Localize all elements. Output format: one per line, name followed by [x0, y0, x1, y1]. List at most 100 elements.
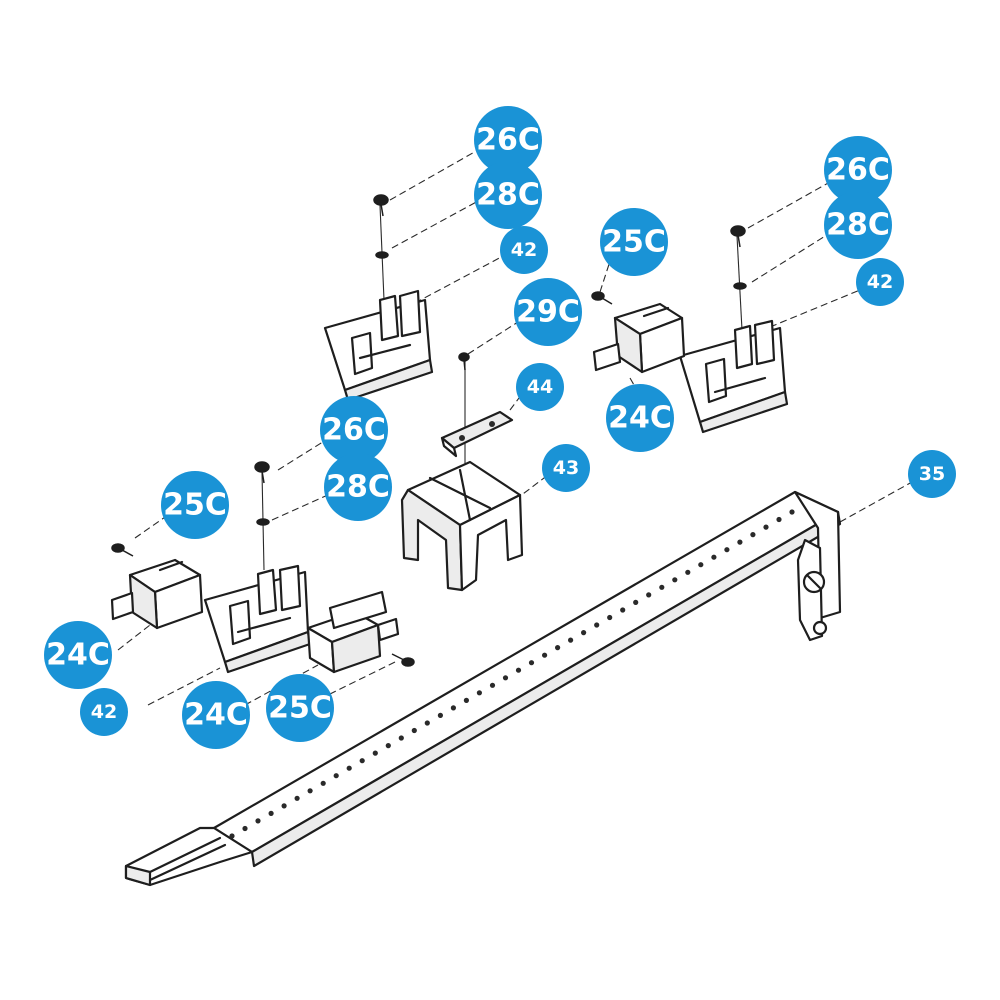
- callout-label: 24C: [46, 638, 110, 673]
- bar-hole: [672, 577, 678, 583]
- screw-top-right: [730, 225, 747, 290]
- bar-hole: [528, 660, 535, 666]
- callout-label: 28C: [826, 208, 890, 243]
- callout-26c-left: 26C: [320, 396, 388, 464]
- bar-hole: [633, 599, 639, 606]
- bar-hole: [294, 795, 300, 801]
- callout-26c-top: 26C: [474, 106, 542, 174]
- bar-hole: [268, 810, 274, 817]
- bar-hole: [568, 637, 574, 643]
- callout-label: 24C: [184, 698, 248, 733]
- frame-part-43: [400, 460, 524, 592]
- callout-44: 44: [516, 363, 564, 411]
- bar-hole: [229, 833, 235, 839]
- callout-label: 43: [553, 457, 579, 479]
- bar-hole: [463, 697, 469, 704]
- bar-hole: [255, 818, 261, 824]
- bar-hole: [607, 614, 613, 621]
- switch-bottom: [306, 590, 400, 674]
- bar-hole: [476, 690, 482, 696]
- bar-hole: [372, 750, 378, 756]
- callout-43: 43: [542, 444, 590, 492]
- bar-hole: [307, 788, 313, 794]
- bar-hole: [502, 675, 509, 681]
- bar-hole: [242, 825, 248, 832]
- callout-26c-right: 26C: [824, 136, 892, 204]
- bar-hole: [398, 735, 404, 741]
- callout-label: 25C: [163, 488, 227, 523]
- callout-label: 42: [511, 239, 537, 261]
- bar-hole: [594, 622, 600, 628]
- screw-25c-bottom: [391, 653, 415, 667]
- bar-hole: [555, 645, 561, 651]
- screw-25c-left: [111, 543, 134, 557]
- screw-left: [254, 461, 270, 526]
- switch-right: [592, 302, 686, 374]
- bar-hole: [789, 509, 795, 515]
- callout-label: 26C: [826, 153, 890, 188]
- bar-hole: [542, 652, 548, 658]
- leader-lines: [117, 149, 913, 706]
- callout-label: 26C: [476, 123, 540, 158]
- bar-hole: [737, 539, 743, 545]
- screw-25c-mid: [591, 291, 613, 305]
- callout-label: 26C: [322, 413, 386, 448]
- callout-label: 29C: [516, 295, 580, 330]
- bar-hole: [776, 516, 782, 523]
- bar-holes: [229, 509, 795, 839]
- callout-label: 28C: [476, 178, 540, 213]
- screw-top-left: [373, 194, 389, 259]
- bar-hole: [424, 720, 430, 726]
- callout-badges: 26C 28C 42 25C 29C 26C 28C 42: [44, 106, 956, 749]
- callout-28c-right: 28C: [824, 191, 892, 259]
- callout-35: 35: [908, 450, 956, 498]
- screw-29c: [458, 352, 470, 371]
- callout-label: 28C: [326, 470, 390, 505]
- bar-hole: [724, 547, 730, 553]
- bracket-right: [678, 319, 789, 434]
- callout-label: 42: [867, 271, 893, 293]
- callout-42-right: 42: [856, 258, 904, 306]
- bracket-top: [323, 289, 434, 402]
- callout-label: 42: [91, 701, 117, 723]
- bar-hole: [620, 607, 626, 613]
- callout-28c-left: 28C: [324, 453, 392, 521]
- bracket-left: [203, 564, 312, 674]
- callout-25c-bottom: 25C: [266, 674, 334, 742]
- bar-hole: [359, 758, 365, 764]
- callout-24c-left: 24C: [44, 621, 112, 689]
- bar-hole: [685, 569, 691, 575]
- bar-hole: [437, 712, 443, 719]
- bar-hole: [763, 524, 769, 530]
- bar-hole: [385, 743, 391, 749]
- bar-hole: [646, 592, 652, 598]
- callout-42-left: 42: [80, 688, 128, 736]
- callout-label: 24C: [608, 401, 672, 436]
- bar-hole: [581, 630, 587, 636]
- bar-hole: [281, 803, 287, 809]
- bar-hole: [515, 667, 522, 673]
- bar-part-35: [124, 490, 842, 887]
- bar-hole: [450, 705, 456, 711]
- cam-part-44: [440, 410, 514, 458]
- callout-label: 25C: [602, 225, 666, 260]
- bar-hole: [489, 682, 496, 688]
- callout-24c-bottom: 24C: [182, 681, 250, 749]
- bar-hole: [711, 554, 717, 560]
- bar-hole: [659, 584, 665, 590]
- callout-label: 35: [919, 463, 945, 485]
- callout-25c-left: 25C: [161, 471, 229, 539]
- bar-hole: [346, 765, 352, 771]
- callout-29c: 29C: [514, 278, 582, 346]
- callout-label: 44: [527, 376, 553, 398]
- bar-hole: [411, 727, 417, 734]
- callout-42-top: 42: [500, 226, 548, 274]
- bar-hole: [320, 780, 326, 786]
- bar-hole: [750, 532, 756, 538]
- bar-hole: [698, 562, 704, 568]
- callout-28c-top: 28C: [474, 161, 542, 229]
- callout-label: 25C: [268, 691, 332, 726]
- switch-left: [110, 558, 204, 630]
- bar-hole: [333, 773, 339, 779]
